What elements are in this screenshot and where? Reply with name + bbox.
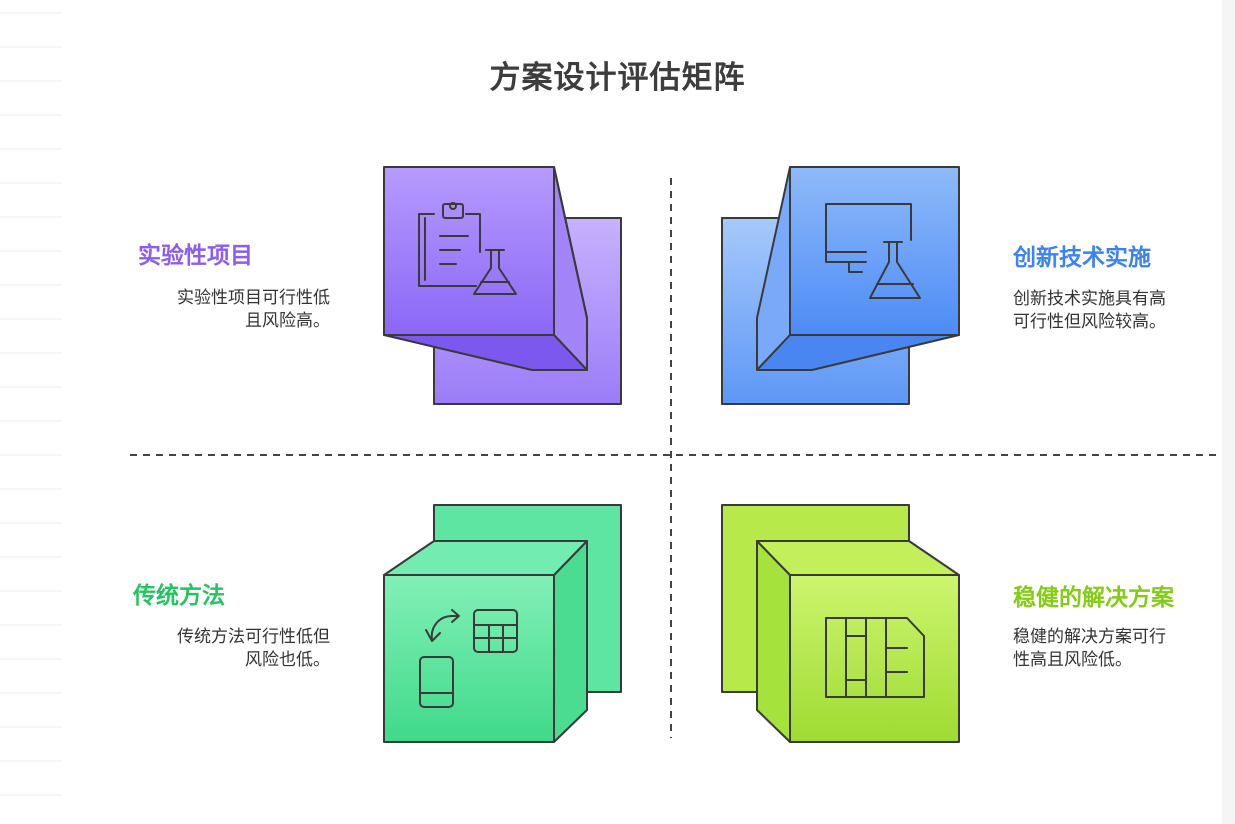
robust-solution-block xyxy=(721,504,960,743)
top-left-desc-line2: 且风险高。 xyxy=(245,311,330,331)
top-left-desc-line1: 实验性项目可行性低 xyxy=(177,288,330,308)
experimental-project-block xyxy=(383,166,622,405)
bottom-right-desc: 稳健的解决方案可行 性高且风险低。 xyxy=(1013,626,1213,672)
top-right-title: 创新技术实施 xyxy=(1013,245,1151,271)
page-title: 方案设计评估矩阵 xyxy=(489,60,746,96)
bottom-right-desc-line2: 性高且风险低。 xyxy=(1013,650,1132,670)
bottom-left-title: 传统方法 xyxy=(133,583,225,609)
traditional-method-block xyxy=(383,504,622,743)
bottom-right-desc-line1: 稳健的解决方案可行 xyxy=(1013,627,1166,647)
bottom-right-title: 稳健的解决方案 xyxy=(1013,585,1174,611)
top-left-desc: 实验性项目可行性低 且风险高。 xyxy=(130,287,330,333)
right-edge-strip xyxy=(1222,0,1235,824)
top-right-desc: 创新技术实施具有高 可行性但风险较高。 xyxy=(1013,288,1213,334)
left-margin-rules xyxy=(0,12,62,796)
top-right-desc-line1: 创新技术实施具有高 xyxy=(1013,289,1166,309)
monitor-flask-icon xyxy=(825,203,921,299)
bottom-left-desc-line2: 风险也低。 xyxy=(245,650,330,670)
top-left-title: 实验性项目 xyxy=(138,243,253,269)
top-right-desc-line2: 可行性但风险较高。 xyxy=(1013,312,1166,332)
phone-table-icon xyxy=(419,609,518,708)
clipboard-flask-icon xyxy=(418,202,517,295)
bottom-left-desc-line1: 传统方法可行性低但 xyxy=(177,627,330,647)
columns-icon xyxy=(825,617,925,698)
innovative-tech-block xyxy=(721,166,960,405)
bottom-left-desc: 传统方法可行性低但 风险也低。 xyxy=(130,626,330,672)
